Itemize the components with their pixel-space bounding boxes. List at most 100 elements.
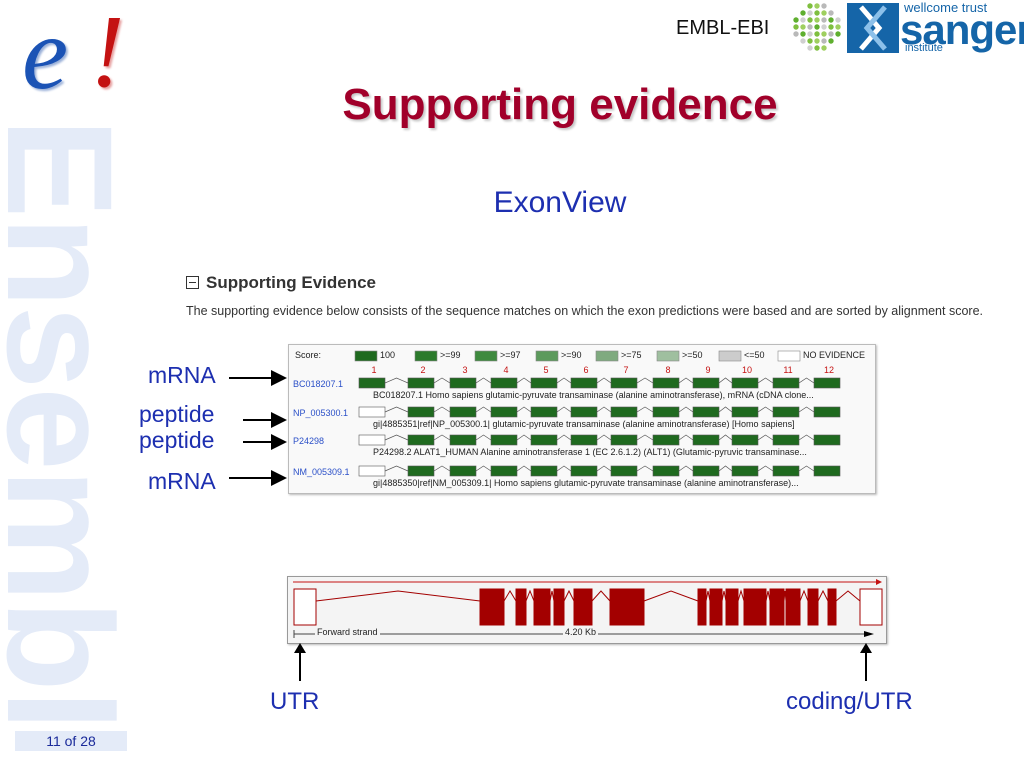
evidence-exon	[652, 406, 680, 418]
supporting-evidence-description: The supporting evidence below consists o…	[186, 304, 983, 318]
embl-dot	[800, 10, 806, 16]
side-label-mrna-2: mRNA	[148, 468, 216, 494]
collapse-toggle-icon[interactable]	[186, 276, 199, 289]
page-number: 11 of 28	[46, 733, 96, 749]
ensembl-vertical-watermark: Ensembl	[0, 118, 144, 730]
evidence-exon	[652, 377, 680, 389]
evidence-exon	[813, 377, 841, 389]
evidence-exon	[490, 465, 518, 477]
evidence-intron	[384, 465, 409, 472]
embl-dot	[814, 24, 820, 30]
transcript-intron	[503, 590, 517, 602]
embl-dot	[814, 45, 820, 51]
side-label-mrna-1: mRNA	[148, 362, 216, 388]
embl-dot	[814, 17, 820, 23]
evidence-intron	[516, 434, 532, 441]
embl-dot	[821, 38, 827, 44]
page-number-bar	[15, 731, 127, 751]
evidence-intron	[596, 465, 612, 472]
evidence-exon	[610, 406, 638, 418]
legend-swatch	[535, 350, 559, 362]
evidence-intron	[636, 465, 654, 472]
evidence-exon	[610, 465, 638, 477]
evidence-intron	[596, 434, 612, 441]
embl-dot	[814, 31, 820, 37]
embl-dot	[800, 31, 806, 37]
length-label: 4.20 Kb	[563, 627, 599, 637]
evidence-intron	[475, 434, 492, 441]
transcript-exon	[293, 588, 317, 626]
transcript-exon	[807, 588, 819, 626]
evidence-intron	[757, 406, 774, 413]
ensembl-logo-e: e	[22, 0, 69, 111]
legend-swatch	[414, 350, 438, 362]
embl-dot	[821, 45, 827, 51]
evidence-exon	[490, 434, 518, 446]
evidence-description: gi|4885351|ref|NP_005300.1| glutamic-pyr…	[373, 419, 795, 429]
evidence-intron	[757, 377, 774, 384]
evidence-intron	[596, 377, 612, 384]
evidence-intron	[798, 434, 815, 441]
evidence-intron	[798, 377, 815, 384]
evidence-intron	[556, 377, 572, 384]
transcript-exon	[609, 588, 645, 626]
side-label-peptide-2: peptide	[139, 427, 215, 453]
evidence-intron	[757, 434, 774, 441]
transcript-exon	[573, 588, 593, 626]
evidence-intron	[433, 465, 451, 472]
evidence-exon	[530, 465, 558, 477]
accession-link[interactable]: BC018207.1	[293, 379, 344, 389]
exon-number: 7	[623, 365, 629, 375]
embl-ebi-dots-icon	[793, 3, 841, 51]
evidence-intron	[678, 434, 694, 441]
embl-dot	[793, 17, 799, 23]
evidence-intron	[636, 377, 654, 384]
evidence-exon	[610, 377, 638, 389]
evidence-exon	[449, 406, 477, 418]
evidence-intron	[596, 406, 612, 413]
legend-label: 100	[380, 350, 396, 360]
embl-dot	[807, 10, 813, 16]
evidence-exon	[772, 406, 800, 418]
legend-label: >=75	[621, 350, 642, 360]
accession-link[interactable]: NM_005309.1	[293, 467, 350, 477]
score-label: Score:	[295, 350, 322, 360]
embl-dot	[828, 17, 834, 23]
sanger-name: sanger	[900, 6, 1024, 53]
exon-number: 1	[371, 365, 377, 375]
transcript-intron	[705, 590, 711, 602]
embl-dot	[821, 31, 827, 37]
accession-link[interactable]: P24298	[293, 436, 325, 446]
evidence-intron	[384, 377, 409, 384]
exon-number: 8	[665, 365, 671, 375]
transcript-intron	[765, 590, 771, 602]
evidence-exon	[449, 465, 477, 477]
evidence-exon	[358, 465, 386, 477]
evidence-intron	[798, 406, 815, 413]
accession-link[interactable]: NP_005300.1	[293, 408, 349, 418]
ensembl-logo-exclamation: !	[90, 0, 125, 109]
transcript-exon	[785, 588, 801, 626]
evidence-exon	[731, 465, 759, 477]
transcript-intron	[737, 589, 745, 602]
slide-title: Supporting evidence	[342, 80, 778, 129]
evidence-exon	[449, 434, 477, 446]
embl-dot	[807, 17, 813, 23]
transcript-intron	[315, 590, 481, 602]
forward-strand-label: Forward strand	[315, 627, 380, 637]
evidence-intron	[718, 434, 733, 441]
slide-subtitle: ExonView	[493, 186, 627, 219]
exon-number: 10	[741, 365, 752, 375]
embl-dot	[828, 38, 834, 44]
arrow-up-coding-icon	[860, 643, 872, 681]
evidence-exon	[407, 406, 435, 418]
evidence-exon	[731, 406, 759, 418]
embl-dot	[807, 24, 813, 30]
transcript-intron	[721, 590, 727, 602]
evidence-description: BC018207.1 Homo sapiens glutamic-pyruvat…	[373, 390, 814, 400]
transcript-intron	[563, 589, 575, 602]
evidence-intron	[678, 465, 694, 472]
transcript-exon	[479, 588, 505, 626]
transcript-intron	[817, 589, 829, 602]
